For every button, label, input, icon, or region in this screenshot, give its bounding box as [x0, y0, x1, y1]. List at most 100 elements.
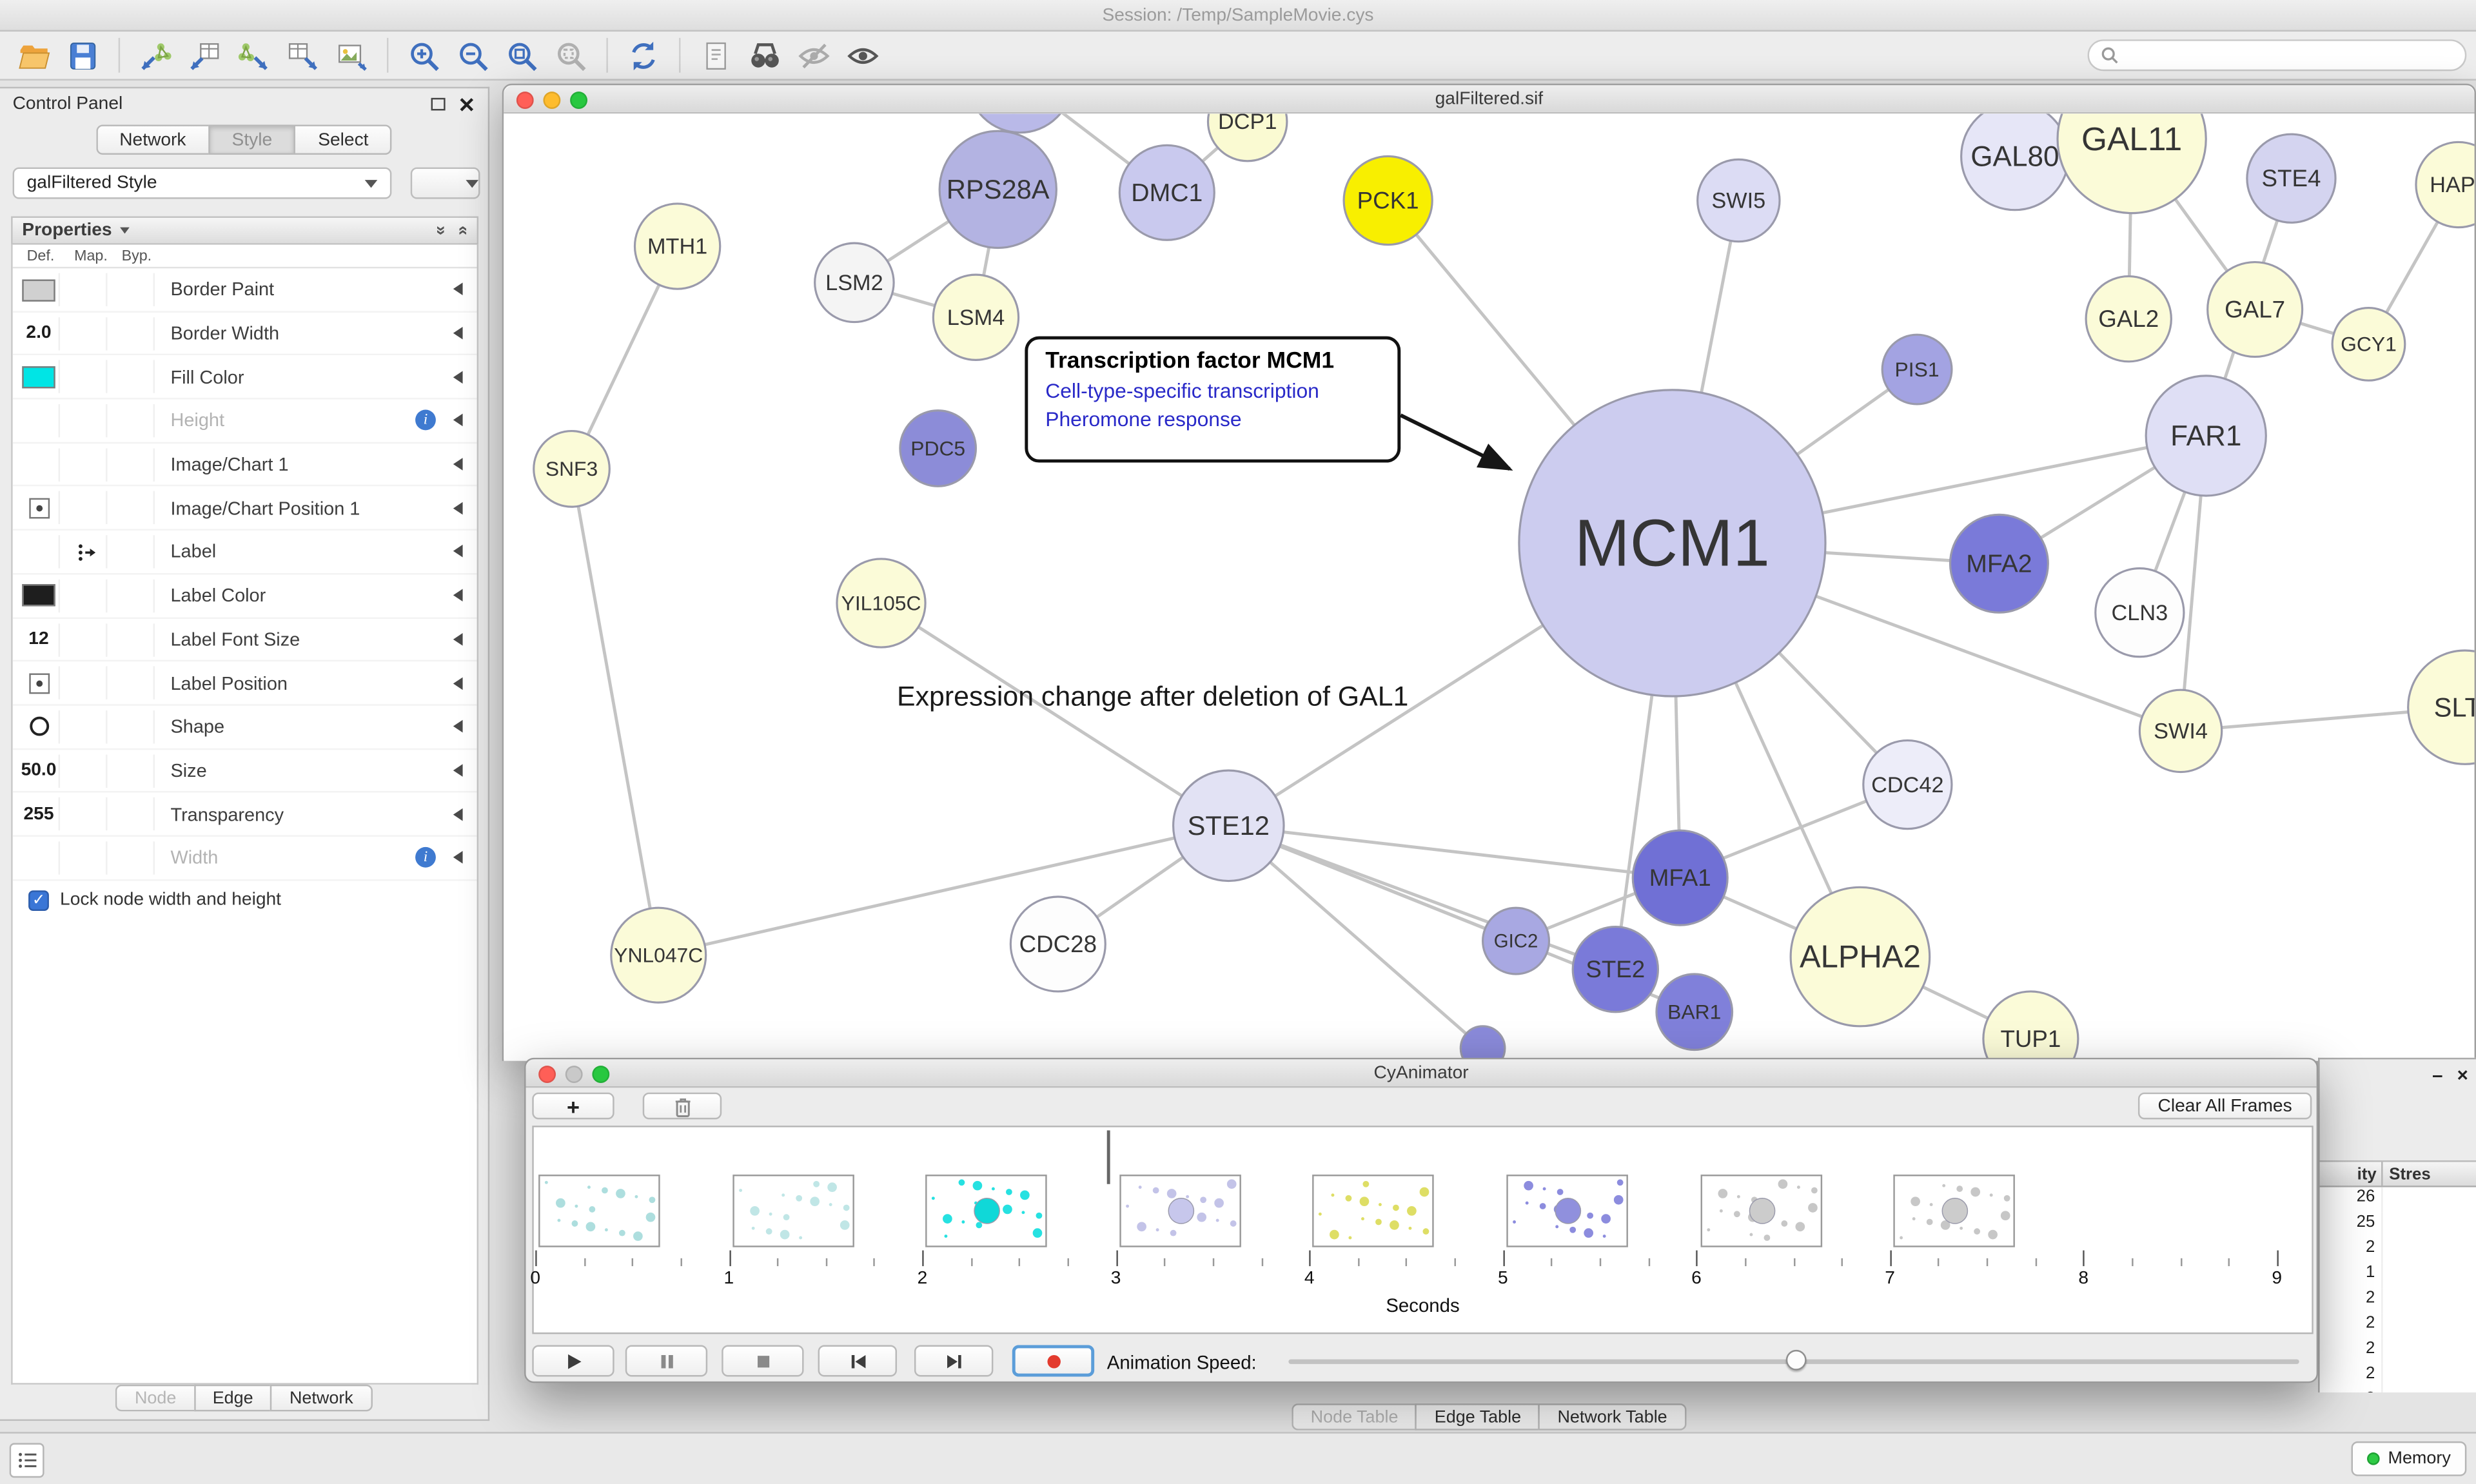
delete-frame-button[interactable] [642, 1092, 722, 1120]
properties-header[interactable]: Properties » » [11, 216, 479, 245]
previous-frame-button[interactable] [818, 1345, 898, 1377]
tab-network-table[interactable]: Network Table [1538, 1403, 1687, 1430]
default-value-cell[interactable] [19, 491, 61, 525]
expand-row-icon[interactable] [453, 676, 463, 690]
import-network-button[interactable] [131, 35, 180, 76]
node-n_bot[interactable] [1459, 1025, 1506, 1061]
slider-thumb[interactable] [1785, 1349, 1807, 1371]
results-row[interactable]: 25 [2320, 1212, 2476, 1238]
node-gal11[interactable] [2056, 113, 2207, 215]
mapping-cell[interactable] [66, 754, 108, 787]
collapse-all-icon[interactable]: » [453, 226, 473, 236]
node-mfa1[interactable] [1631, 829, 1729, 926]
node-gal7[interactable] [2206, 260, 2304, 358]
expand-row-icon[interactable] [453, 458, 463, 471]
import-table-button[interactable] [180, 35, 229, 76]
bypass-cell[interactable] [113, 535, 155, 569]
expand-row-icon[interactable] [453, 414, 463, 427]
node-cln3[interactable] [2094, 567, 2185, 658]
zoom-selected-button[interactable] [546, 35, 595, 76]
save-session-button[interactable] [59, 35, 108, 76]
minimize-window-button[interactable] [543, 90, 561, 108]
node-ste2[interactable] [1571, 925, 1660, 1013]
edge-ste12-ynl047c[interactable] [658, 824, 1229, 957]
mapping-cell[interactable] [66, 710, 108, 744]
node-lsm2[interactable] [814, 242, 895, 324]
clear-all-frames-button[interactable]: Clear All Frames [2137, 1092, 2312, 1120]
zoom-window-button[interactable] [570, 90, 588, 108]
node-gic2[interactable] [1482, 906, 1551, 975]
search-input[interactable] [2127, 46, 2454, 65]
expand-row-icon[interactable] [453, 327, 463, 340]
record-button[interactable] [1012, 1345, 1095, 1377]
default-value[interactable]: 12 [28, 630, 49, 649]
show-all-button[interactable] [838, 35, 887, 76]
mapping-cell[interactable] [66, 579, 108, 612]
bypass-cell[interactable] [113, 404, 155, 438]
hide-selected-button[interactable] [789, 35, 838, 76]
task-history-button[interactable] [9, 1443, 44, 1478]
node-pis1[interactable] [1881, 333, 1953, 405]
frame-thumbnail-1[interactable] [732, 1175, 854, 1247]
passthrough-mapping-icon[interactable] [75, 541, 97, 563]
animation-speed-slider[interactable] [1288, 1349, 2299, 1372]
mapping-cell[interactable] [66, 623, 108, 656]
node-dcp1[interactable] [1206, 113, 1288, 162]
expand-row-icon[interactable] [453, 851, 463, 864]
node-mth1[interactable] [633, 202, 722, 290]
mapping-cell[interactable] [66, 447, 108, 482]
annotation-link-1[interactable]: Cell-type-specific transcription [1045, 378, 1319, 403]
close-panel-icon[interactable]: × [2457, 1064, 2468, 1086]
results-row[interactable]: 2 [2320, 1288, 2476, 1314]
mapping-cell[interactable] [66, 404, 108, 438]
mapping-cell[interactable] [66, 535, 108, 569]
node-gal2[interactable] [2085, 275, 2172, 363]
node-pdc5[interactable] [899, 409, 978, 487]
tab-edge-table[interactable]: Edge Table [1415, 1403, 1539, 1430]
tab-network[interactable]: Network [270, 1384, 373, 1412]
results-row[interactable]: 2 [2320, 1313, 2476, 1339]
node-ste4[interactable] [2246, 133, 2337, 224]
node-slt2[interactable] [2407, 649, 2475, 765]
find-button[interactable] [741, 35, 790, 76]
node-pck1[interactable] [1342, 155, 1433, 246]
annotation-button[interactable] [692, 35, 741, 76]
property-row-label-color[interactable]: Label Color [12, 574, 477, 618]
bypass-cell[interactable] [113, 447, 155, 482]
property-row-fill-color[interactable]: Fill Color [12, 356, 477, 400]
default-value-cell[interactable]: 2.0 [19, 317, 61, 350]
lock-checkbox[interactable] [28, 890, 49, 911]
stop-button[interactable] [722, 1345, 804, 1377]
color-swatch[interactable] [22, 584, 55, 607]
annotation-box[interactable]: Transcription factor MCM1 Cell-type-spec… [1025, 336, 1401, 463]
tab-select[interactable]: Select [294, 124, 393, 155]
add-frame-button[interactable]: + [532, 1092, 614, 1120]
expand-row-icon[interactable] [453, 545, 463, 558]
zoom-in-button[interactable] [400, 35, 449, 76]
property-row-shape[interactable]: Shape [12, 705, 477, 750]
color-swatch[interactable] [22, 278, 55, 301]
tab-style[interactable]: Style [208, 124, 295, 155]
edge-ste12-mfa1[interactable] [1228, 824, 1680, 880]
search-field[interactable] [2087, 39, 2467, 72]
property-row-label[interactable]: Label [12, 531, 477, 574]
bypass-cell[interactable] [113, 317, 155, 350]
mapping-cell[interactable] [66, 317, 108, 350]
bypass-cell[interactable] [113, 273, 155, 307]
node-alpha2[interactable] [1789, 886, 1931, 1028]
export-image-button[interactable] [327, 35, 376, 76]
default-value-cell[interactable] [19, 273, 61, 307]
edge-ste12-yil105c[interactable] [880, 601, 1230, 827]
cyanimator-titlebar[interactable]: CyAnimator [526, 1059, 2317, 1088]
node-n_top[interactable] [968, 113, 1072, 134]
frame-thumbnail-7[interactable] [1893, 1175, 2016, 1247]
node-swi5[interactable] [1696, 158, 1781, 243]
expand-row-icon[interactable] [453, 370, 463, 384]
property-row-label-position[interactable]: Label Position [12, 662, 477, 706]
property-row-image-chart-position-1[interactable]: Image/Chart Position 1 [12, 487, 477, 531]
playhead-marker[interactable] [1106, 1130, 1110, 1184]
edge-ste12-n_bot[interactable] [1227, 824, 1484, 1050]
annotation-link-2[interactable]: Pheromone response [1045, 407, 1242, 431]
